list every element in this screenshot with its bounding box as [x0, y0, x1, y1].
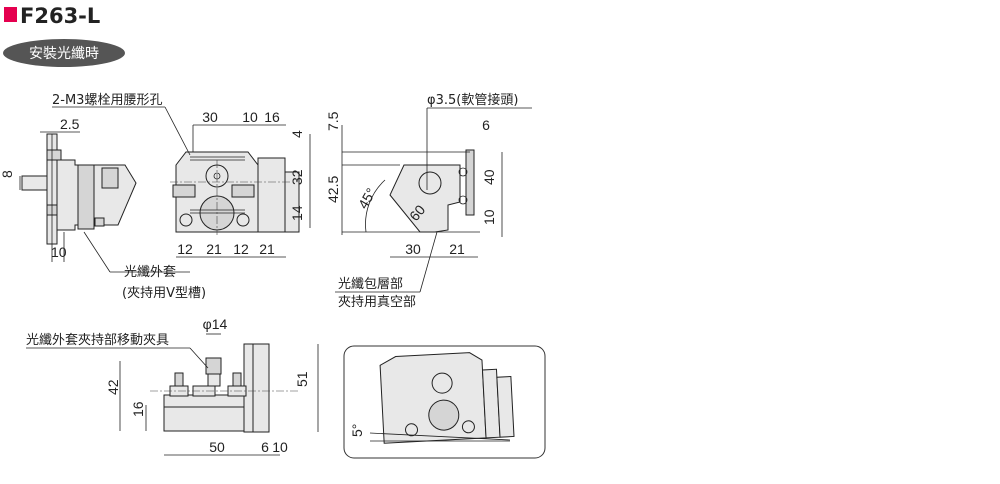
dim-6: 6	[482, 117, 490, 133]
v-groove-label: (夾持用V型槽)	[122, 286, 206, 301]
right-view	[335, 107, 532, 293]
waist-hole-callout: 2-M3螺栓用腰形孔	[52, 93, 162, 108]
front-view	[52, 106, 311, 258]
angle-5-deg: 5°	[349, 424, 365, 437]
dim-42: 42	[105, 379, 121, 395]
bottom-view	[26, 333, 319, 456]
dim-32: 32	[289, 169, 305, 185]
accent-square	[4, 7, 17, 22]
dim-10-bottom: 10	[272, 439, 288, 455]
dim-21a: 21	[206, 241, 222, 257]
dim-12a: 12	[177, 241, 193, 257]
dim-10: 10	[51, 244, 67, 260]
dim-51: 51	[294, 371, 310, 387]
side-view	[19, 131, 190, 273]
hose-fitting-callout: φ3.5(軟管接頭)	[427, 92, 518, 108]
movable-clamp-callout: 光纖外套夾持部移動夾具	[26, 332, 169, 348]
dim-40: 40	[481, 169, 497, 185]
dim-42-5: 42.5	[325, 176, 341, 203]
dim-12b: 12	[233, 241, 249, 257]
badge-text: 安裝光纖時	[29, 46, 99, 62]
dim-10-right: 10	[481, 209, 497, 225]
vacuum-label: 夾持用真空部	[338, 295, 416, 310]
dim-21b: 21	[259, 241, 275, 257]
dim-14: 14	[289, 205, 305, 221]
dim-16: 16	[264, 109, 280, 125]
dim-8: 8	[0, 170, 15, 178]
dim-21-right: 21	[449, 241, 465, 257]
dim-10: 10	[242, 109, 258, 125]
dim-16: 16	[130, 401, 146, 417]
dim-2-5: 2.5	[60, 116, 80, 132]
dim-50: 50	[209, 439, 225, 455]
dim-phi14: φ14	[203, 316, 228, 332]
dim-7-5: 7.5	[325, 111, 341, 131]
cladding-label: 光纖包層部	[338, 277, 403, 292]
fiber-jacket-label: 光纖外套	[124, 264, 176, 280]
dim-30: 30	[202, 109, 218, 125]
model-title: F263-L	[20, 4, 100, 28]
dim-30-right: 30	[405, 241, 421, 257]
dim-4: 4	[289, 130, 305, 138]
dim-45-deg: 45°	[355, 185, 379, 211]
tilted-view-panel	[343, 345, 546, 459]
dim-6-bottom: 6	[261, 439, 269, 455]
badge-pill	[3, 39, 125, 67]
